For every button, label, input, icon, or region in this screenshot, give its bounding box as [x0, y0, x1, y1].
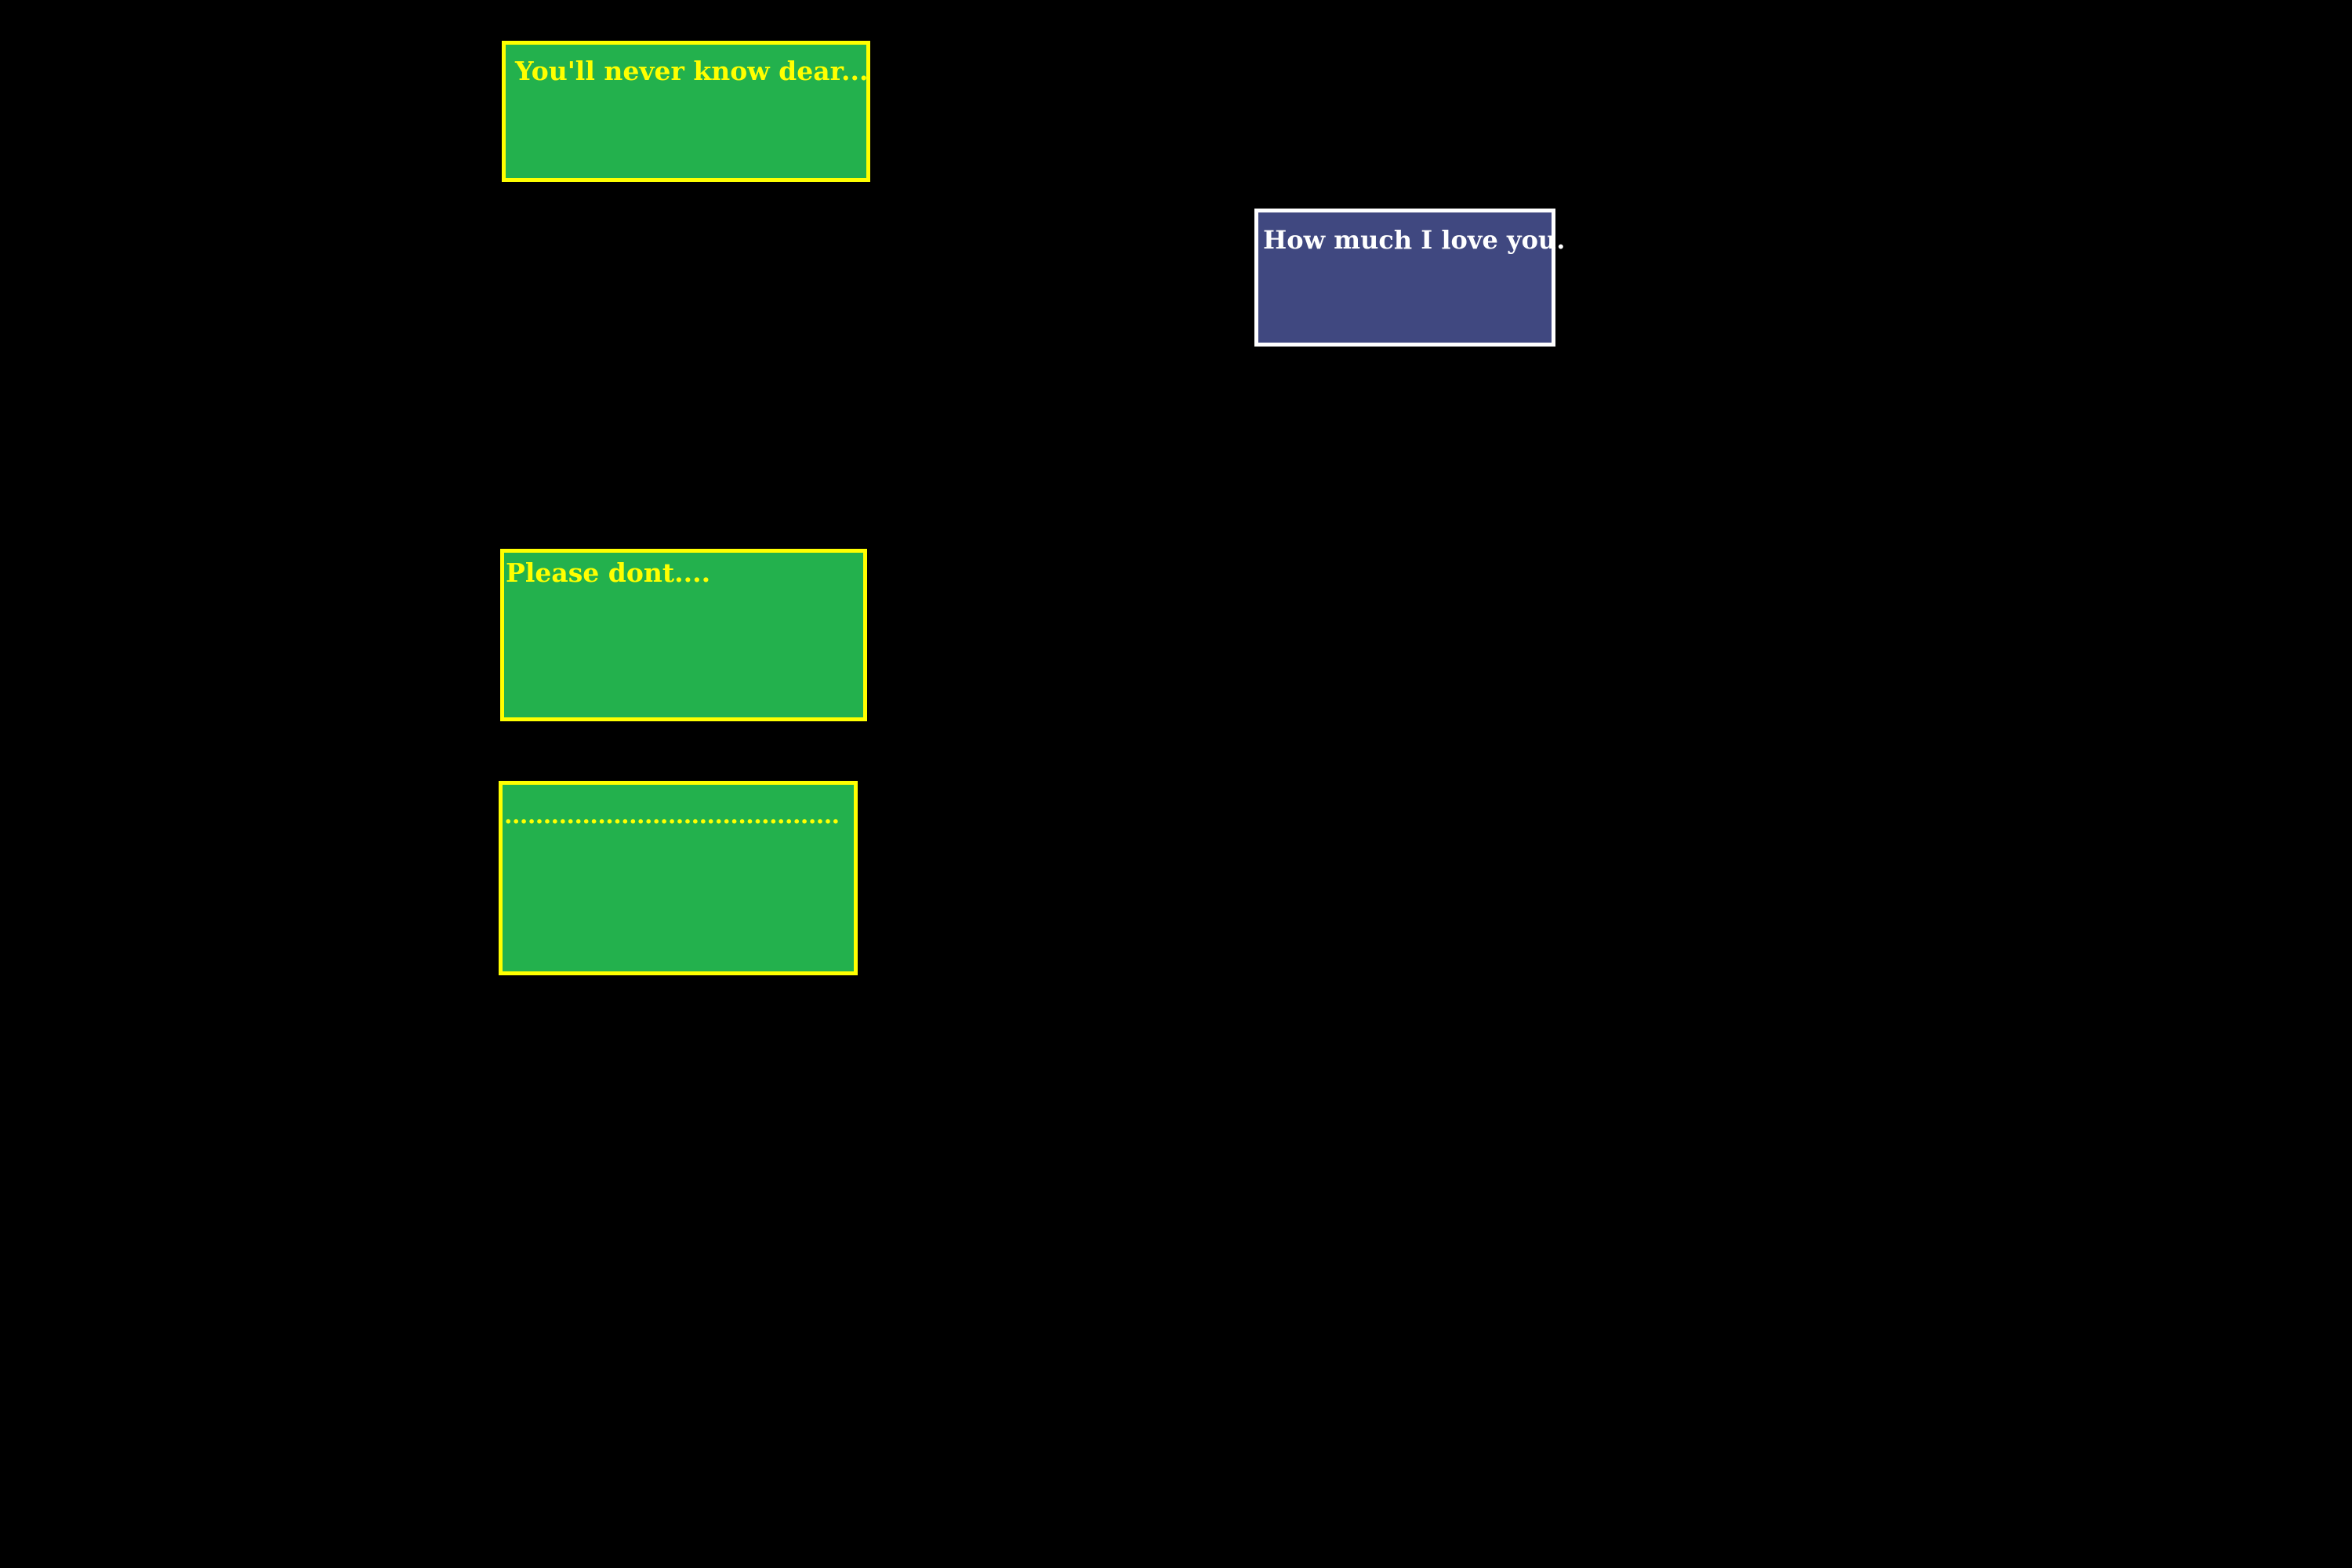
box-text: ........................................…: [504, 802, 840, 829]
text-box-blue: How much I love you.: [1254, 209, 1565, 347]
text-box-green-3: ........................................…: [499, 781, 858, 975]
text-box-green-1: You'll never know dear...: [502, 41, 870, 182]
text-box-green-2: Please dont....: [500, 549, 867, 721]
box-text: How much I love you.: [1263, 225, 1566, 255]
box-text: Please dont....: [506, 557, 711, 588]
box-text: You'll never know dear...: [515, 56, 869, 86]
